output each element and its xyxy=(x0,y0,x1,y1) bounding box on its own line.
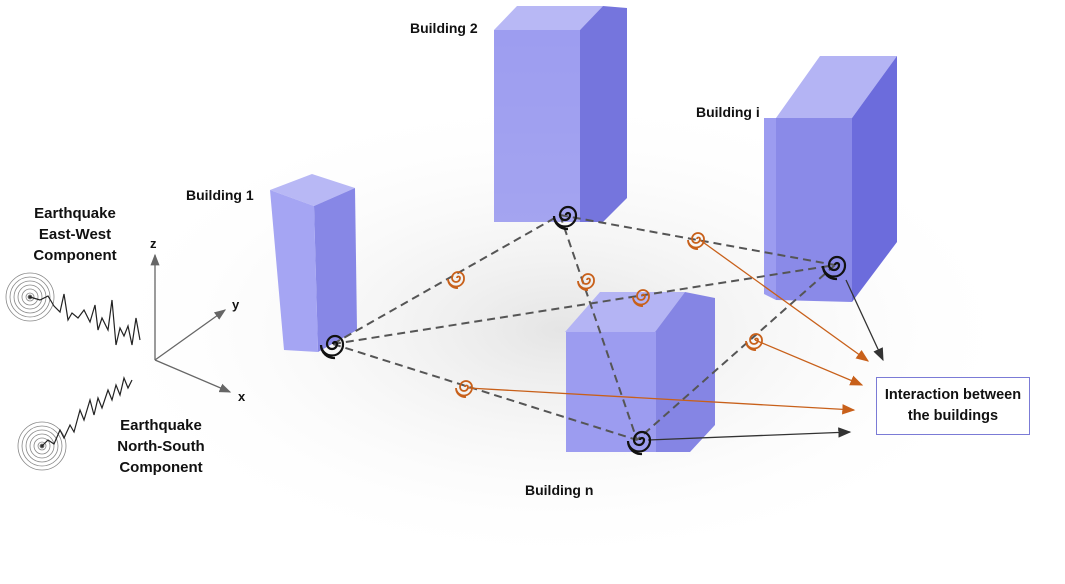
label-building-2: Building 2 xyxy=(410,20,478,36)
label-ew-component: Earthquake East-West Component xyxy=(10,203,140,266)
axes xyxy=(150,253,232,393)
spring-building-1 xyxy=(319,334,345,360)
ns-waveform xyxy=(41,376,133,447)
ns-line-2: North-South xyxy=(117,438,205,455)
ew-line-3: Component xyxy=(33,247,117,264)
spring-link-i-n xyxy=(745,333,763,351)
building-1 xyxy=(270,174,357,352)
axis-label-z: z xyxy=(150,236,157,251)
interaction-line-1: Interaction between xyxy=(884,387,1022,403)
x-axis xyxy=(154,359,232,393)
building-n xyxy=(565,292,715,452)
dashed-links xyxy=(332,214,836,441)
spring-building-n xyxy=(626,430,652,456)
ew-line-1: Earthquake xyxy=(34,205,116,222)
interaction-line-2: the buildings xyxy=(907,408,999,424)
interaction-arrows xyxy=(467,239,884,441)
spring-link-2-i xyxy=(687,232,705,250)
ns-line-3: Component xyxy=(119,459,203,476)
ew-waveform xyxy=(29,293,141,346)
axis-label-x: x xyxy=(238,389,246,404)
building-2 xyxy=(494,6,627,222)
label-building-1: Building 1 xyxy=(186,187,254,203)
ew-line-2: East-West xyxy=(38,226,112,243)
spring-link-1-n xyxy=(455,380,473,398)
label-building-i: Building i xyxy=(696,104,760,120)
spring-link-2-n xyxy=(577,273,595,291)
spring-link-1-i xyxy=(632,289,650,307)
building-i xyxy=(764,56,897,302)
label-building-n: Building n xyxy=(525,482,594,498)
interaction-box: Interaction between the buildings xyxy=(876,377,1030,435)
y-axis xyxy=(154,309,227,361)
spring-building-2 xyxy=(552,205,578,231)
spring-link-1-2 xyxy=(447,271,465,289)
spring-building-i xyxy=(821,255,847,281)
label-ns-component: Earthquake North-South Component xyxy=(96,415,226,478)
building-springs xyxy=(319,205,847,456)
axis-label-y: y xyxy=(232,297,240,312)
link-springs xyxy=(447,232,763,398)
ns-line-1: Earthquake xyxy=(120,417,202,434)
